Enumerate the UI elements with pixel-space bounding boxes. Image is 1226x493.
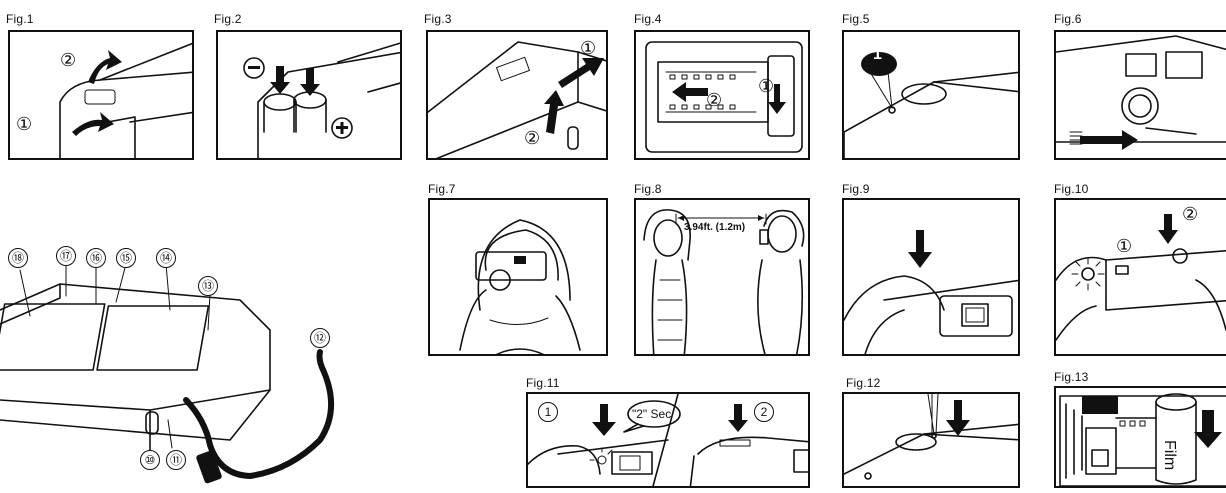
callout-10: ⑩ (140, 450, 160, 470)
fig8-panel: 3.94ft. (1.2m) (634, 198, 810, 356)
fig9-panel (842, 198, 1020, 356)
fig6-illustration (1056, 32, 1226, 160)
fig2-caption: Fig.2 (214, 12, 242, 26)
fig4-illustration (636, 32, 810, 160)
fig12-illustration (844, 394, 1020, 488)
fig9-illustration (844, 200, 1020, 356)
fig10-illustration (1056, 200, 1226, 356)
fig13-film-holes (1120, 421, 1145, 426)
fig6-caption: Fig.6 (1054, 12, 1082, 26)
fig2-panel (216, 30, 402, 160)
parts-camera-illustration (0, 240, 400, 488)
fig11-bubble-text: "2" Sec (632, 407, 671, 421)
fig5-illustration (844, 32, 1020, 160)
fig1-step1-label: ① (16, 114, 32, 135)
fig4-step2-label: ② (706, 90, 722, 111)
fig11-step1-callout: 1 (538, 402, 558, 422)
fig5-step1-label: 1 (873, 46, 882, 64)
fig12-panel (842, 392, 1020, 488)
parts-diagram: ⑱ ⑰ ⑯ ⑮ ⑭ ⑬ ⑫ ⑩ ⑪ (0, 240, 400, 488)
fig2-illustration (218, 32, 402, 160)
fig5-caption: Fig.5 (842, 12, 870, 26)
fig3-caption: Fig.3 (424, 12, 452, 26)
fig5-panel: 1 (842, 30, 1020, 160)
callout-11: ⑪ (166, 450, 186, 470)
fig13-film-label: Film (1160, 440, 1178, 470)
fig13-panel: Film (1054, 386, 1226, 488)
fig7-illustration (430, 200, 608, 356)
fig10-step2-label: ② (1182, 204, 1198, 225)
fig1-caption: Fig.1 (6, 12, 34, 26)
callout-13: ⑬ (198, 276, 218, 296)
callout-15: ⑮ (116, 248, 136, 268)
fig1-step2-label: ② (60, 50, 76, 71)
callout-12: ⑫ (310, 328, 330, 348)
fig8-caption: Fig.8 (634, 182, 662, 196)
callout-18: ⑱ (8, 248, 28, 268)
fig10-caption: Fig.10 (1054, 182, 1089, 196)
fig11-panel: 1 2 "2" Sec (526, 392, 810, 488)
fig1-panel: ① ② (8, 30, 194, 160)
fig7-panel (428, 198, 608, 356)
fig4-step1-label: ① (758, 76, 774, 97)
fig8-distance-label: 3.94ft. (1.2m) (684, 222, 745, 233)
fig10-panel: ① ② (1054, 198, 1226, 356)
fig1-illustration (10, 32, 194, 160)
fig13-illustration (1056, 388, 1226, 488)
fig10-step1-label: ① (1116, 236, 1132, 257)
fig4-panel: ② ① (634, 30, 810, 160)
fig3-step2-label: ② (524, 128, 540, 149)
fig3-step1-label: ① (580, 38, 596, 59)
callout-16: ⑯ (86, 248, 106, 268)
fig11-caption: Fig.11 (526, 376, 560, 390)
fig3-panel: ① ② (426, 30, 608, 160)
fig7-caption: Fig.7 (428, 182, 456, 196)
fig12-caption: Fig.12 (846, 376, 881, 390)
fig11-step2-callout: 2 (754, 402, 774, 422)
fig6-panel (1054, 30, 1226, 160)
callout-14: ⑭ (156, 248, 176, 268)
callout-17: ⑰ (56, 246, 76, 266)
fig4-caption: Fig.4 (634, 12, 662, 26)
fig9-caption: Fig.9 (842, 182, 870, 196)
fig13-caption: Fig.13 (1054, 370, 1089, 384)
